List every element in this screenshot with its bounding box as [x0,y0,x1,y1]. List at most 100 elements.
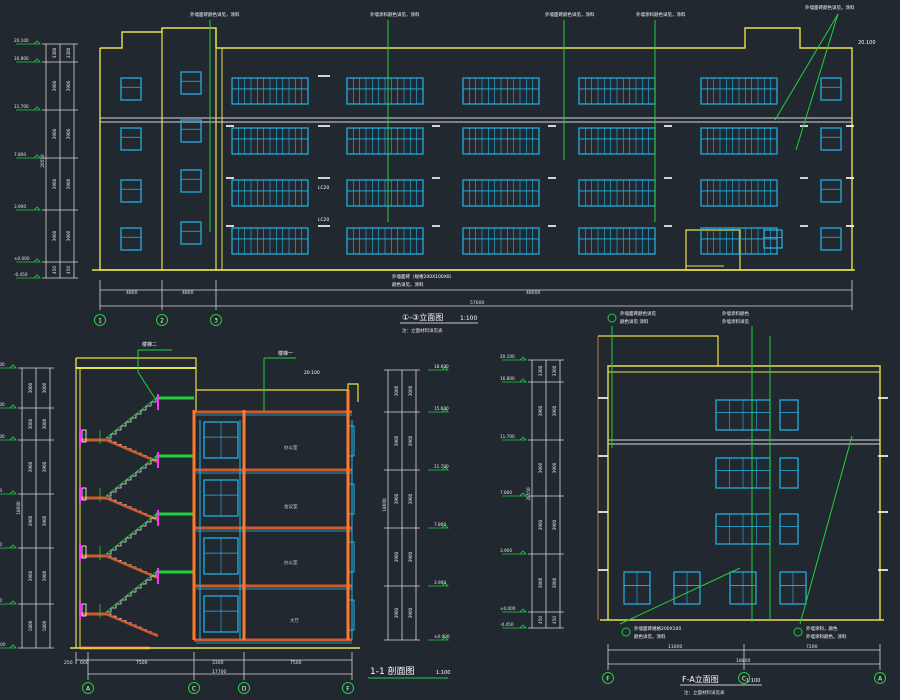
horizontal-dimension-chain [99,280,853,310]
window [715,457,771,489]
stair-slab [105,554,159,580]
window [180,221,202,245]
axis-label: C [192,686,196,693]
dim-text: 3000 [28,382,33,393]
leader-label: 楼梯二 [142,341,157,348]
callout-texts: 外墙面砖颜色详见，涂料 外墙涂料颜色详见，涂料 外墙面砖颜色详见，涂料 外墙涂料… [190,4,855,18]
dim-text: 3900 [538,405,543,416]
stair-handrail [105,571,157,613]
window-label: LC20 [318,185,330,191]
dim-text: 450 [538,616,543,624]
dim-text: 3900 [28,515,33,526]
dim-text: 3900 [42,461,47,472]
dim-text: 1800 [28,620,33,631]
dim-text: 3900 [52,128,57,139]
window [203,537,239,575]
level-text: 11.700 [434,464,449,469]
dim-text: 3900 [408,435,413,446]
level-marker [428,582,449,587]
room-label: 会议室 [284,503,298,510]
window-frame [180,221,202,245]
dim-text: 3900 [394,607,399,618]
dim-text: 3000 [42,382,47,393]
window [120,77,142,101]
dim-text: 3900 [538,462,543,473]
window [203,479,239,517]
level-text: 3.900 [500,548,512,553]
dim-text: 3000 [42,418,47,429]
level-marker [0,364,17,369]
window [715,399,771,431]
vertical-dimension-chain: 20.10016.80011.7007.8003.900±0.000-0.450… [14,38,78,279]
window-label: LC20 [318,217,330,223]
level-marker [502,550,527,555]
roof-outline [99,27,853,271]
window [346,77,424,105]
base-note: 外墙面砖（规格200X100X8） [392,273,454,280]
dim-text: 3900 [52,230,57,241]
axis-label: A [86,686,91,693]
axis-bubble: 2 [156,314,168,326]
window [700,77,778,105]
window-frame [779,513,799,545]
level-marker [428,524,449,529]
top-elevation: 外墙面砖颜色详见，涂料 外墙涂料颜色详见，涂料 外墙面砖颜色详见，涂料 外墙涂料… [14,4,876,334]
level-marker [16,258,41,263]
callout-text: 外墙面砖颜色详见，涂料 [545,11,595,18]
axis-bubble: C [738,672,750,684]
stair-window [81,429,87,443]
window [779,513,799,545]
dim-text: 3900 [538,577,543,588]
window [578,227,656,255]
level-text: 18.600 [0,362,5,367]
window [820,127,842,151]
callout-text: 外墙面砖颜色详见 [620,310,656,317]
level-text: ±0.000 [500,606,516,611]
dim-text: 17700 [212,669,226,675]
level-text: 3.900 [434,580,446,585]
callout-text: 颜色详见 涂料 [620,318,649,325]
axis-label: 3 [214,318,218,325]
dim-text: 7500 [290,660,302,666]
window [700,127,778,155]
level-text: 7.800 [14,152,26,157]
dim-text: 3900 [66,128,71,139]
dim-text: 3900 [394,493,399,504]
level-text: ±0.000 [0,642,6,647]
vertical-dimension-chain: 18.60015.60012.6008.7004.8001.800±0.0003… [0,362,450,649]
dim-text: 3900 [28,570,33,581]
dim-text: 4800 [182,290,194,296]
dim-text: 450 [552,616,557,624]
axis-label: A [878,676,883,683]
drawing-title: ①-③立面图 [402,312,443,322]
dim-text: 3000 [28,418,33,429]
axis-label: F [606,676,610,683]
base-note: 颜色详见，涂料 [392,281,424,288]
dim-text: 20550 [40,154,45,168]
dim-text: 18600 [16,501,21,515]
level-marker [0,490,17,495]
building-outline [607,365,881,620]
axis-bubble: 3 [210,314,222,326]
window [700,179,778,207]
level-text: 1.800 [0,598,2,603]
dim-text: 3300 [538,365,543,376]
level-marker [502,436,527,441]
window-frame [820,227,842,251]
window-frame [180,71,202,95]
window-sill-marks [226,75,854,227]
window [462,227,540,255]
dim-text: 3900 [552,462,557,473]
dim-text: 3300 [52,47,57,58]
window-frame [763,229,783,249]
level-marker [0,544,17,549]
dim-text: 3900 [552,577,557,588]
dim-text: 3900 [408,551,413,562]
callout-text: 外墙涂料颜色 [722,310,749,317]
window [180,119,202,143]
level-marker [0,436,17,441]
level-text: 16.800 [14,56,29,61]
window [820,77,842,101]
window [120,227,142,251]
window-frame [120,179,142,203]
